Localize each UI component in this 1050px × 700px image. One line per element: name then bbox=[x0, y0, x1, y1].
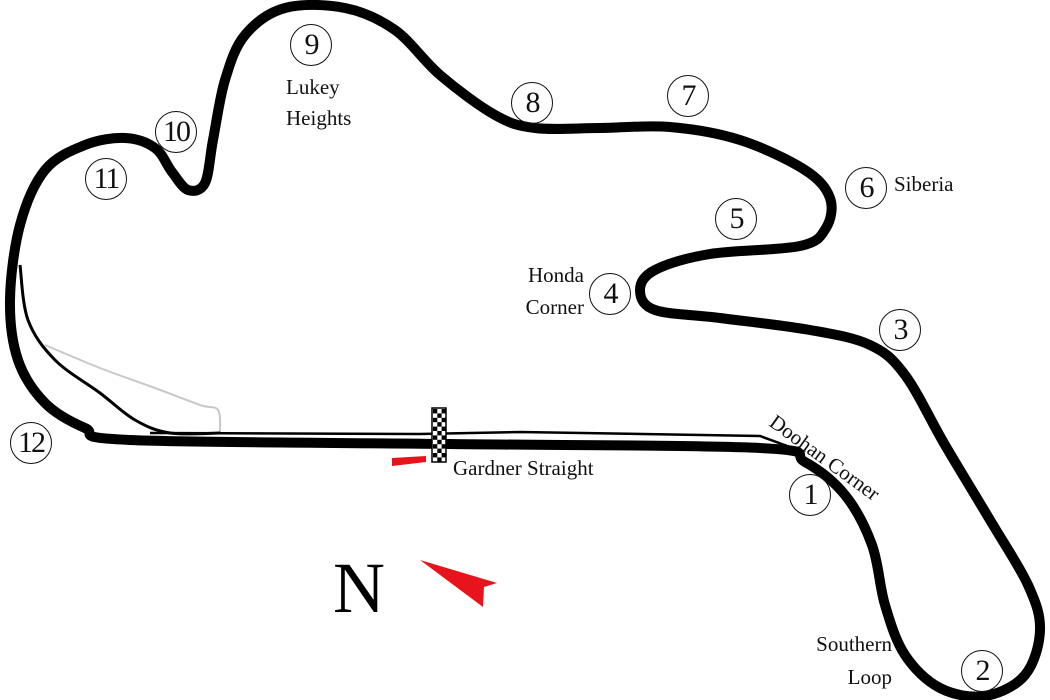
corner-marker-9: 9 bbox=[290, 24, 332, 66]
flag-square bbox=[437, 439, 442, 445]
flag-square bbox=[441, 426, 446, 431]
label-loop: Loop bbox=[847, 665, 892, 689]
label-honda: Honda bbox=[528, 263, 584, 287]
flag-square bbox=[437, 413, 442, 418]
corner-marker-4: 4 bbox=[589, 273, 631, 315]
label-lukey: Lukey bbox=[286, 75, 340, 99]
flag-square bbox=[433, 417, 438, 423]
corner-marker-8: 8 bbox=[511, 82, 553, 124]
label-heights: Heights bbox=[286, 106, 352, 130]
corner-marker-11: 11 bbox=[85, 158, 127, 200]
label-southern: Southern bbox=[816, 632, 892, 656]
corner-marker-12: 12 bbox=[10, 422, 52, 464]
corner-marker-1: 1 bbox=[789, 474, 831, 516]
flag-square bbox=[437, 448, 442, 453]
label-gardner-straight: Gardner Straight bbox=[453, 456, 594, 480]
corner-marker-3: 3 bbox=[879, 309, 921, 351]
flag-square bbox=[437, 431, 442, 436]
label-corner: Corner bbox=[525, 295, 584, 319]
flag-square bbox=[441, 444, 446, 449]
start-finish-flag bbox=[431, 407, 447, 463]
flag-square bbox=[433, 453, 438, 458]
corner-marker-7: 7 bbox=[667, 75, 709, 117]
label-siberia: Siberia bbox=[894, 172, 954, 196]
flag-square bbox=[441, 409, 446, 414]
direction-arrow bbox=[392, 456, 426, 466]
compass-north-label: N bbox=[333, 548, 385, 628]
flag-square bbox=[437, 422, 442, 427]
flag-square bbox=[437, 457, 442, 462]
flag-square bbox=[441, 453, 446, 458]
flag-square bbox=[441, 417, 446, 423]
flag-square bbox=[441, 435, 446, 440]
corner-marker-2: 2 bbox=[961, 650, 1003, 692]
corner-marker-5: 5 bbox=[715, 198, 757, 240]
flag-square bbox=[433, 426, 438, 431]
flag-square bbox=[433, 409, 438, 414]
pit-lane-straight bbox=[149, 430, 791, 449]
north-arrow-icon bbox=[420, 560, 497, 607]
flag-square bbox=[433, 435, 438, 440]
corner-marker-6: 6 bbox=[845, 167, 887, 209]
race-track bbox=[4, 0, 1046, 700]
flag-square bbox=[433, 444, 438, 449]
old-pit-lane bbox=[44, 344, 222, 433]
corner-marker-10: 10 bbox=[155, 111, 197, 153]
